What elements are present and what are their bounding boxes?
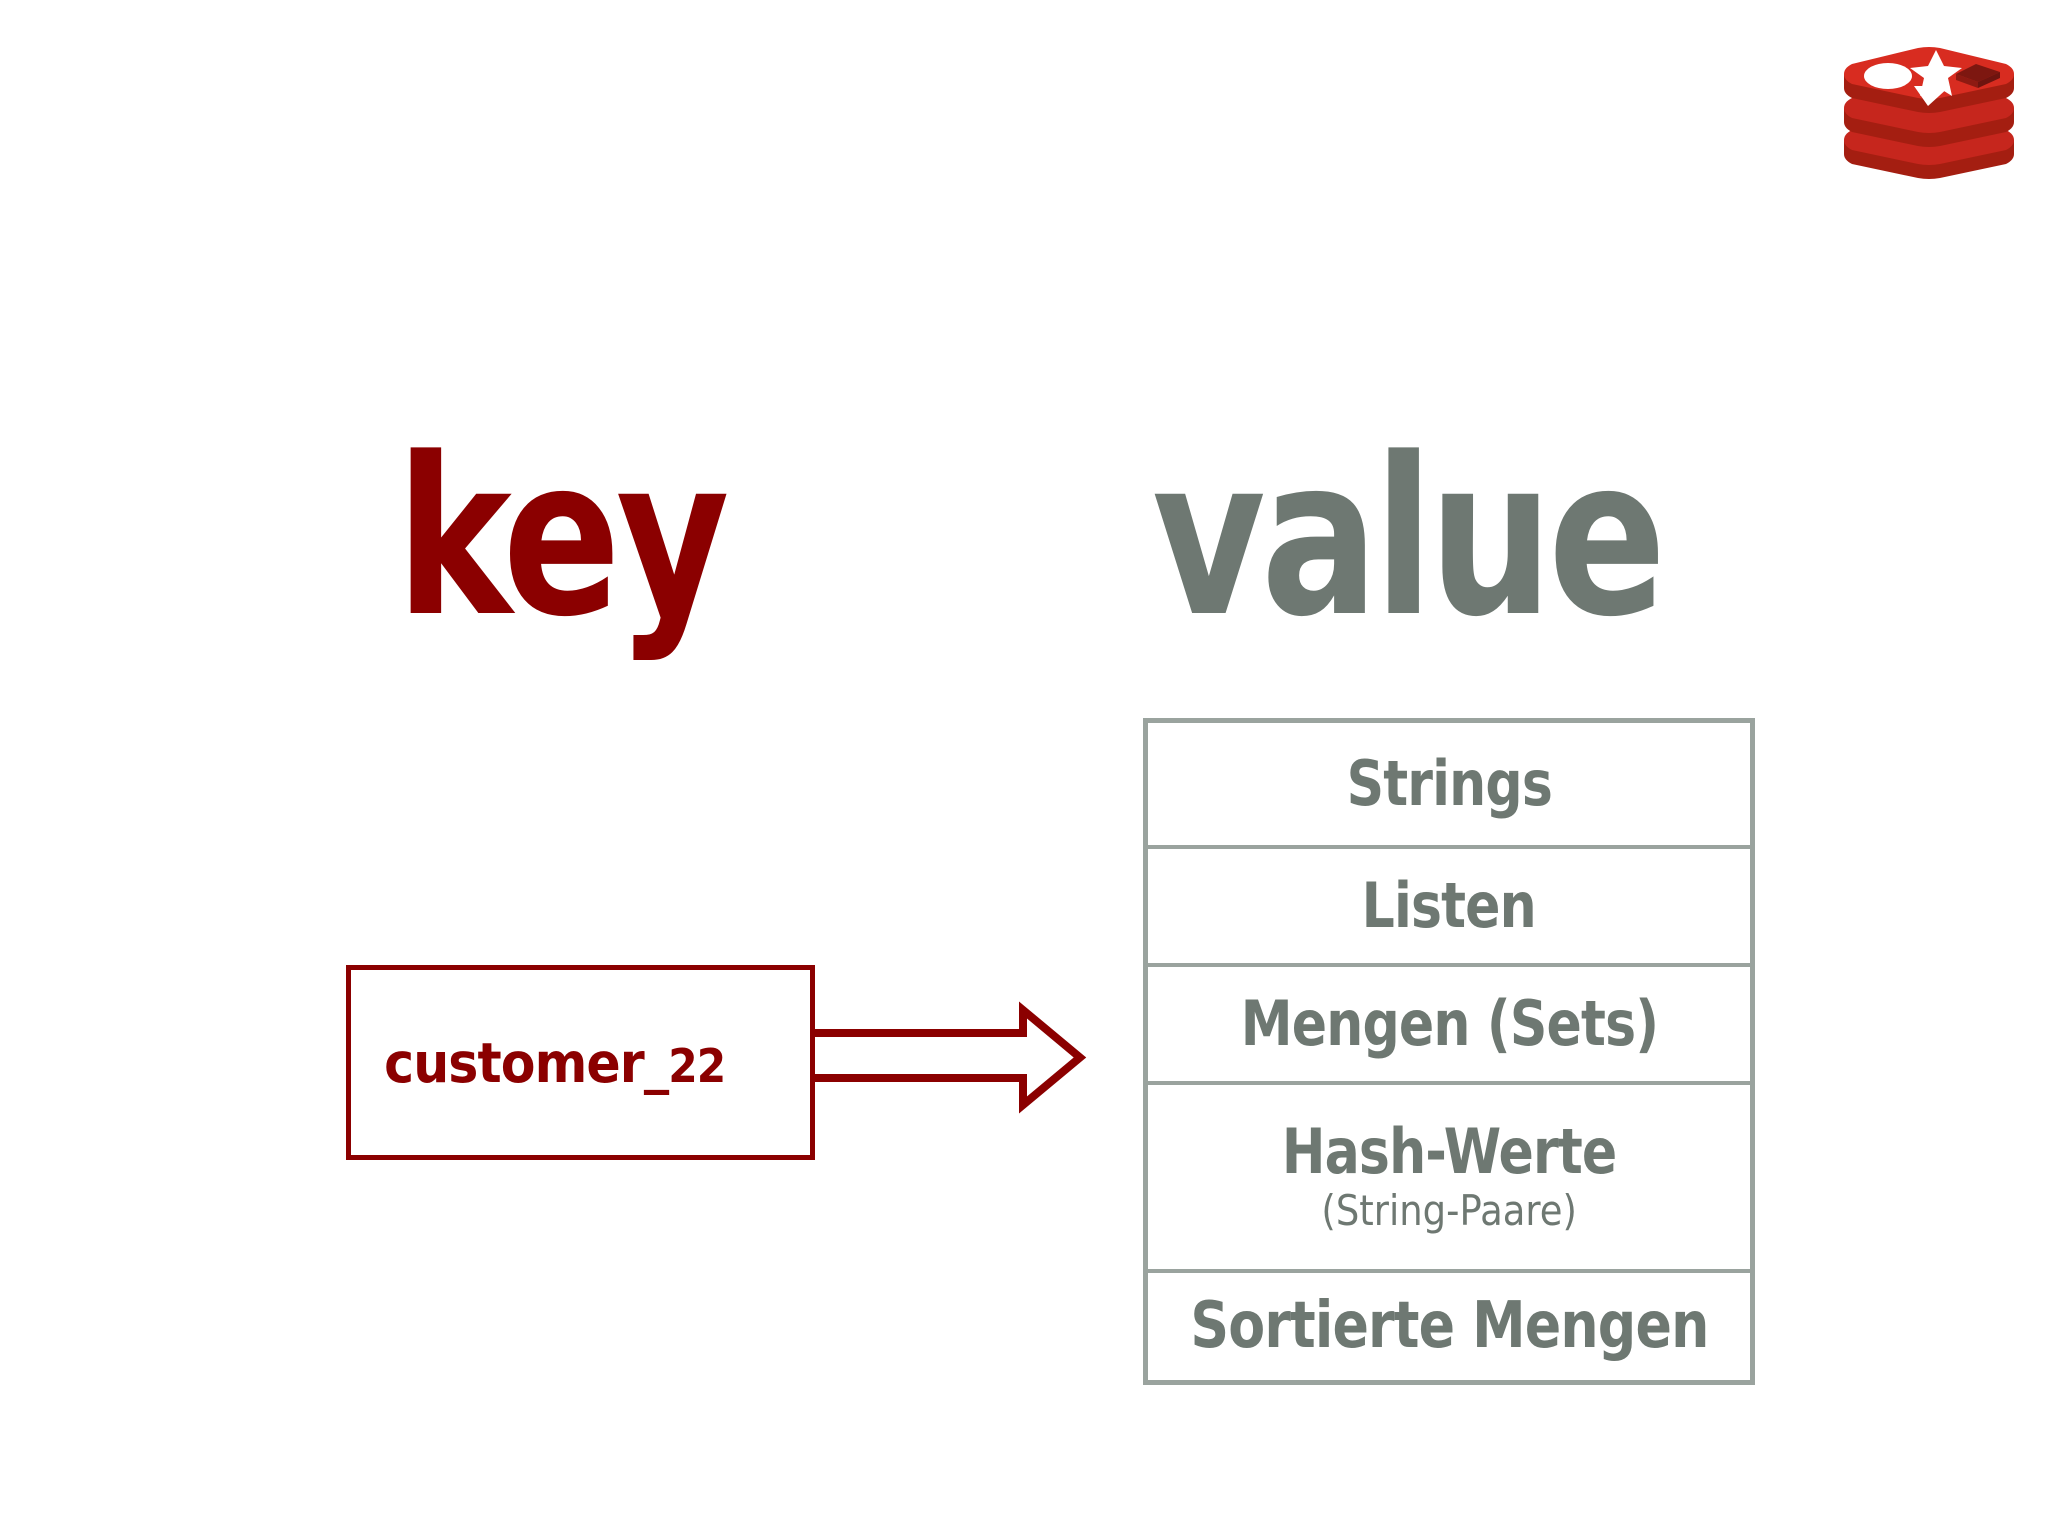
redis-logo xyxy=(1838,28,2020,180)
key-label-number: 22 xyxy=(668,1038,726,1093)
table-row[interactable]: Sortierte Mengen xyxy=(1148,1273,1750,1380)
row-label: Listen xyxy=(1361,869,1537,943)
table-row[interactable]: Listen xyxy=(1148,849,1750,967)
table-row[interactable]: Mengen (Sets) xyxy=(1148,967,1750,1085)
row-label: Sortierte Mengen xyxy=(1189,1288,1709,1363)
key-box[interactable]: customer_22 xyxy=(346,965,815,1160)
row-sublabel: (String-Paare) xyxy=(1321,1186,1577,1236)
value-type-table: Strings Listen Mengen (Sets) Hash-Werte … xyxy=(1143,718,1755,1385)
page-title-value: value xyxy=(1152,412,1666,665)
table-row[interactable]: Strings xyxy=(1148,723,1750,849)
page-title-key: key xyxy=(396,412,730,665)
table-row[interactable]: Hash-Werte (String-Paare) xyxy=(1148,1085,1750,1273)
row-label: Strings xyxy=(1346,747,1552,821)
row-label: Mengen (Sets) xyxy=(1240,987,1658,1061)
key-to-value-arrow xyxy=(790,1000,1090,1115)
row-label: Hash-Werte xyxy=(1281,1115,1617,1189)
key-label-text: customer_ xyxy=(384,1030,669,1095)
key-label: customer_22 xyxy=(351,1030,726,1095)
